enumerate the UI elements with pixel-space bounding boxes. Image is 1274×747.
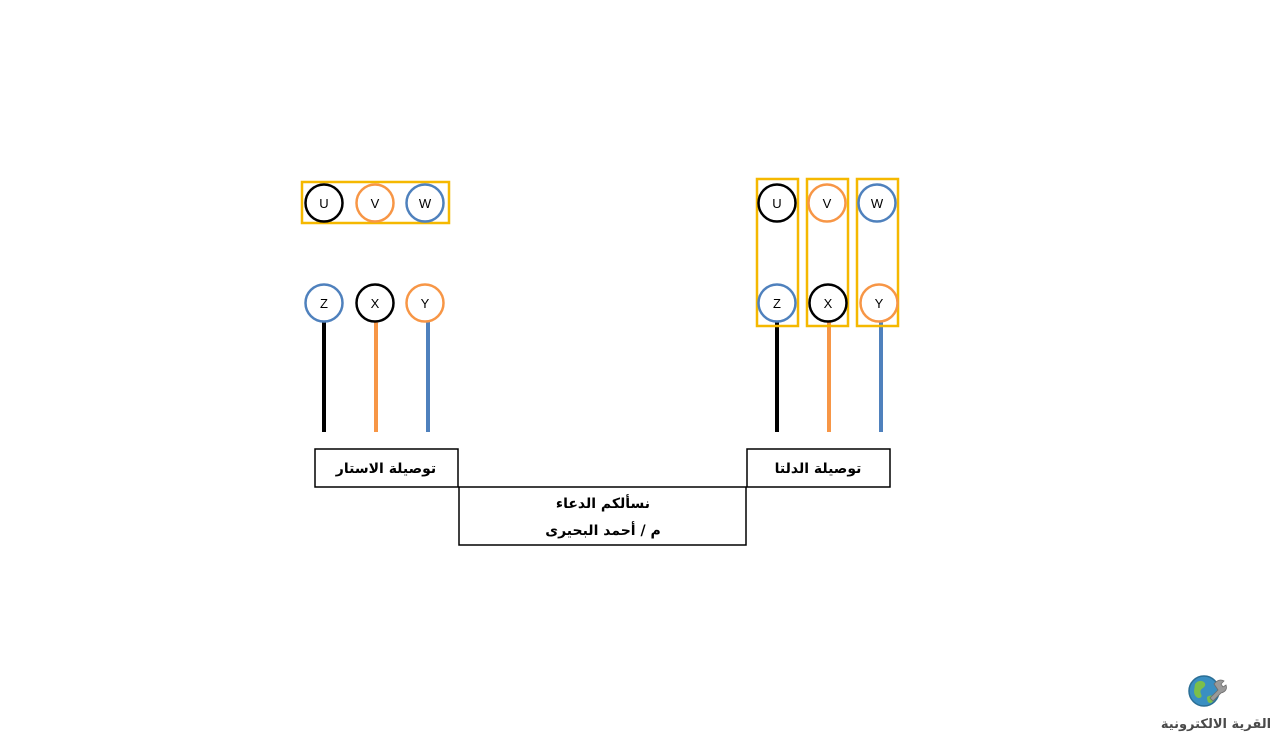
star-terminal-y-label: Y [421, 296, 430, 311]
star-link-bar [300, 180, 451, 225]
star-terminal-z: Z [304, 283, 344, 323]
credit-box: نسألكم الدعاء م / أحمد البحيرى [458, 486, 747, 546]
logo: القرية الالكترونية [1161, 675, 1271, 732]
delta-terminal-w-label: W [871, 196, 884, 211]
star-terminal-z-label: Z [320, 296, 328, 311]
delta-terminal-u: U [757, 183, 797, 223]
credit-line-2: م / أحمد البحيرى [545, 521, 660, 539]
star-label-box [314, 448, 459, 488]
star-label: توصيلة الاستار [335, 461, 436, 477]
delta-terminal-w: W [857, 183, 897, 223]
star-terminal-w: W [405, 183, 445, 223]
star-terminal-u: U [304, 183, 344, 223]
star-terminal-v-label: V [371, 196, 380, 211]
delta-link-w-y [855, 177, 900, 328]
delta-terminal-z: Z [757, 283, 797, 323]
delta-label: توصيلة الدلتا [775, 461, 862, 477]
delta-terminal-y-label: Y [875, 296, 884, 311]
delta-terminal-x-label: X [824, 296, 833, 311]
star-terminal-x-label: X [371, 296, 380, 311]
delta-terminal-u-label: U [772, 196, 781, 211]
delta-terminal-x: X [808, 283, 848, 323]
delta-link-u-z [755, 177, 800, 328]
delta-terminal-y: Y [859, 283, 899, 323]
delta-terminal-z-label: Z [773, 296, 781, 311]
star-terminal-u-label: U [319, 196, 328, 211]
delta-terminal-v: V [807, 183, 847, 223]
delta-label-box [746, 448, 891, 488]
star-connection: U V W Z X Y توصيلة الاستار [300, 180, 459, 488]
star-terminal-v: V [355, 183, 395, 223]
star-terminal-w-label: W [419, 196, 432, 211]
star-terminal-x: X [355, 283, 395, 323]
logo-text: القرية الالكترونية [1161, 717, 1271, 732]
credit-line-1: نسألكم الدعاء [556, 494, 650, 512]
delta-terminal-v-label: V [823, 196, 832, 211]
delta-connection: U V W Z X Y توصيلة الدلتا [746, 177, 900, 488]
star-terminal-y: Y [405, 283, 445, 323]
globe-wrench-icon [1188, 675, 1227, 707]
delta-link-v-x [805, 177, 850, 328]
